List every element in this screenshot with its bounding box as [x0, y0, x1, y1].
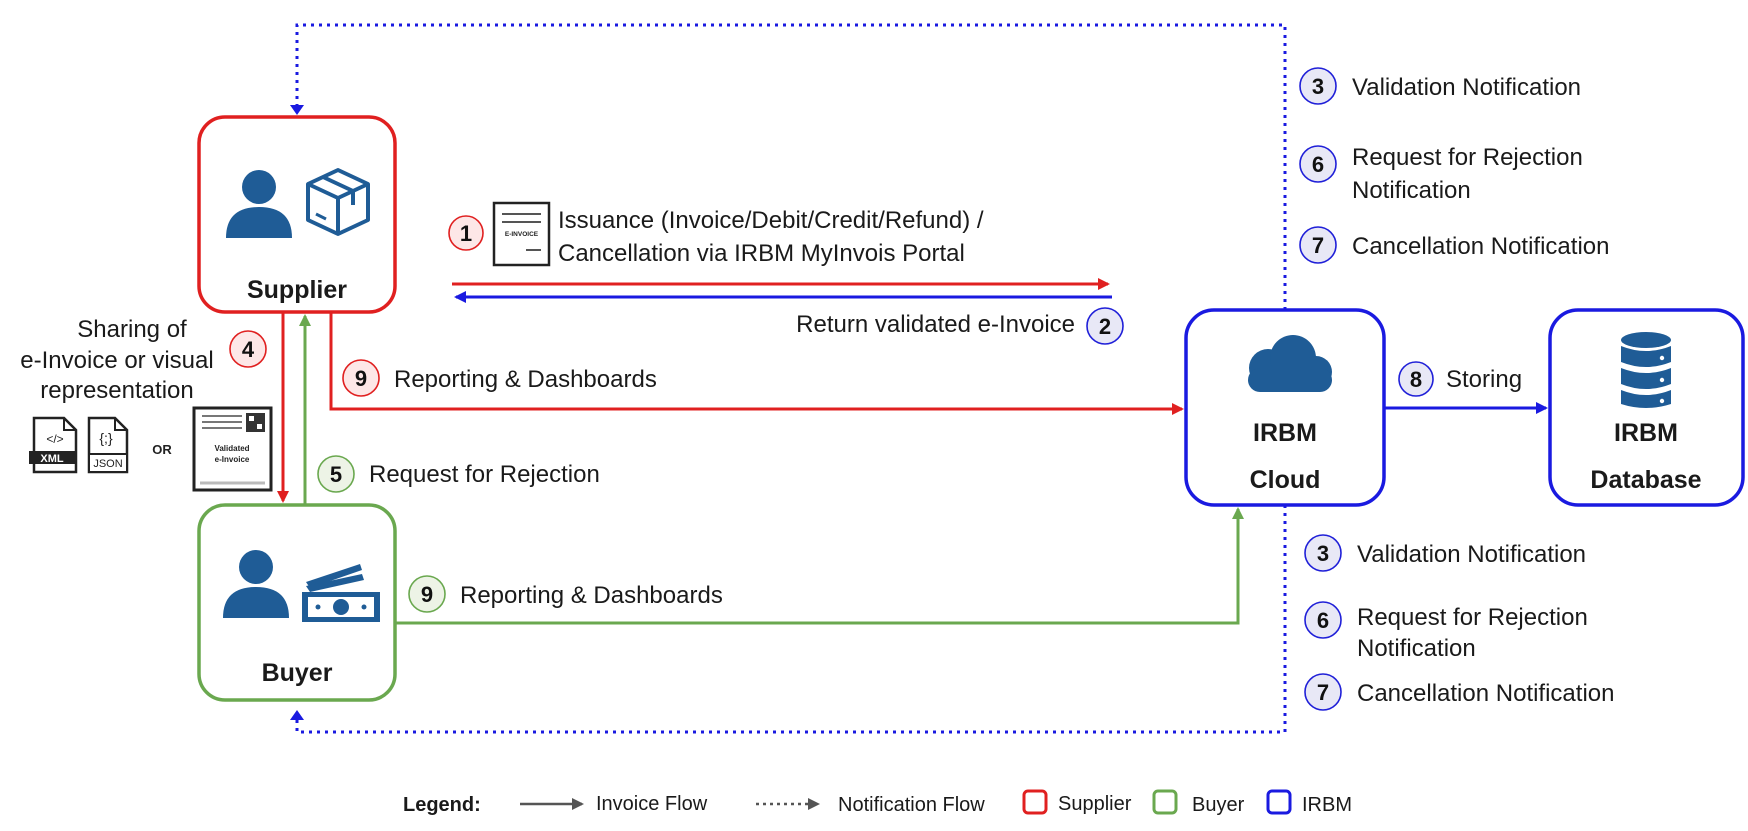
- step-number-9-supplier: 9: [355, 366, 367, 391]
- buyer-label: Buyer: [262, 659, 333, 687]
- notification-text-cancellation-top: Cancellation Notification: [1352, 233, 1609, 260]
- database-label-line1: IRBM: [1614, 419, 1678, 447]
- json-file-icon: {;} JSON: [87, 416, 129, 474]
- storing-text: Storing: [1446, 366, 1522, 393]
- supplier-reporting-arrow: [329, 312, 1184, 415]
- or-text: OR: [152, 442, 172, 457]
- notification-badge-7-bottom: [1304, 673, 1342, 711]
- step-number-5: 5: [330, 462, 342, 487]
- svg-text:</>: </>: [46, 432, 63, 446]
- notification-badge-6-top: [1299, 145, 1337, 183]
- svg-text:6: 6: [1317, 608, 1329, 633]
- svg-text:7: 7: [1312, 233, 1324, 258]
- e-invoice-document-icon: E-INVOICE: [492, 201, 551, 267]
- notification-text-validation-bottom: Validation Notification: [1357, 541, 1586, 568]
- svg-text:e-Invoice: e-Invoice: [215, 455, 250, 464]
- buyer-reporting-arrow: [395, 507, 1244, 625]
- legend: Legend: Invoice Flow Notification Flow S…: [403, 789, 1352, 816]
- notification-text-rejection-top-line2: Notification: [1352, 177, 1471, 204]
- supplier-reporting-text: Reporting & Dashboards: [394, 366, 657, 393]
- validated-einvoice-icon: Validated e-Invoice: [192, 406, 273, 492]
- step-badge-9-supplier: [342, 359, 380, 397]
- notification-text-rejection-bottom-line1: Request for Rejection: [1357, 604, 1588, 631]
- person-icon: [223, 550, 289, 618]
- notification-flow-bottom-line: [295, 505, 1287, 734]
- step-badge-1: [448, 215, 484, 251]
- notification-badge-6-bottom: [1304, 601, 1342, 639]
- database-label-line2: Database: [1590, 466, 1701, 494]
- notifications-bottom: 3 Validation Notification 6 Request for …: [1304, 534, 1614, 711]
- return-text: Return validated e-Invoice: [796, 311, 1075, 338]
- notification-arrowhead-buyer: [290, 710, 304, 720]
- legend-irbm-swatch: [1266, 789, 1292, 815]
- cloud-icon: [1248, 335, 1332, 392]
- sharing-text-line1: Sharing of: [77, 316, 187, 343]
- legend-supplier-swatch: [1022, 789, 1048, 815]
- step-number-8: 8: [1410, 367, 1422, 392]
- package-icon: [306, 168, 370, 236]
- svg-text:3: 3: [1317, 541, 1329, 566]
- legend-notification-flow: Notification Flow: [838, 794, 985, 816]
- step-number-1: 1: [460, 221, 472, 246]
- svg-text:{;}: {;}: [99, 430, 113, 446]
- legend-invoice-flow: Invoice Flow: [596, 793, 708, 815]
- step-number-2: 2: [1099, 314, 1111, 339]
- step-badge-2: [1086, 307, 1124, 345]
- issuance-text-line1: Issuance (Invoice/Debit/Credit/Refund) /: [558, 207, 984, 234]
- step-badge-4: [229, 330, 267, 368]
- legend-supplier: Supplier: [1058, 793, 1132, 815]
- svg-text:7: 7: [1317, 680, 1329, 705]
- notification-arrowhead-supplier: [290, 105, 304, 115]
- notification-badge-3-top: [1299, 67, 1337, 105]
- notification-text-cancellation-bottom: Cancellation Notification: [1357, 680, 1614, 707]
- buyer-reporting-text: Reporting & Dashboards: [460, 582, 723, 609]
- step-badge-9-buyer: [408, 575, 446, 613]
- svg-text:E-INVOICE: E-INVOICE: [505, 231, 539, 238]
- notification-badge-3-bottom: [1304, 534, 1342, 572]
- svg-text:Validated: Validated: [214, 444, 249, 453]
- person-icon: [226, 170, 292, 238]
- notifications-top: 3 Validation Notification 6 Request for …: [1299, 67, 1609, 264]
- cloud-label-line1: IRBM: [1253, 419, 1317, 447]
- money-icon: [302, 564, 380, 622]
- legend-buyer: Buyer: [1192, 794, 1245, 816]
- supplier-box: [197, 115, 397, 314]
- issuance-text-line2: Cancellation via IRBM MyInvois Portal: [558, 240, 965, 267]
- step-badge-5: [317, 455, 355, 493]
- notification-text-validation-top: Validation Notification: [1352, 74, 1581, 101]
- sharing-text-line3: representation: [40, 377, 193, 404]
- notification-flow-top-line: [295, 23, 1287, 310]
- svg-text:XML: XML: [40, 453, 64, 465]
- supplier-label: Supplier: [247, 276, 347, 304]
- xml-file-icon: </> XML: [29, 416, 78, 474]
- svg-text:3: 3: [1312, 74, 1324, 99]
- legend-buyer-swatch: [1152, 789, 1178, 815]
- notification-text-rejection-top-line1: Request for Rejection: [1352, 144, 1583, 171]
- cloud-label-line2: Cloud: [1250, 466, 1321, 494]
- svg-text:JSON: JSON: [93, 458, 122, 470]
- legend-irbm: IRBM: [1302, 794, 1352, 816]
- rejection-text: Request for Rejection: [369, 461, 600, 488]
- step-number-9-buyer: 9: [421, 582, 433, 607]
- svg-text:6: 6: [1312, 152, 1324, 177]
- database-icon: [1621, 332, 1671, 408]
- step-number-4: 4: [242, 337, 255, 362]
- notification-badge-7-top: [1299, 226, 1337, 264]
- sharing-text-line2: e-Invoice or visual: [20, 347, 213, 374]
- legend-title: Legend:: [403, 794, 481, 816]
- notification-text-rejection-bottom-line2: Notification: [1357, 635, 1476, 662]
- step-badge-8: [1398, 361, 1434, 397]
